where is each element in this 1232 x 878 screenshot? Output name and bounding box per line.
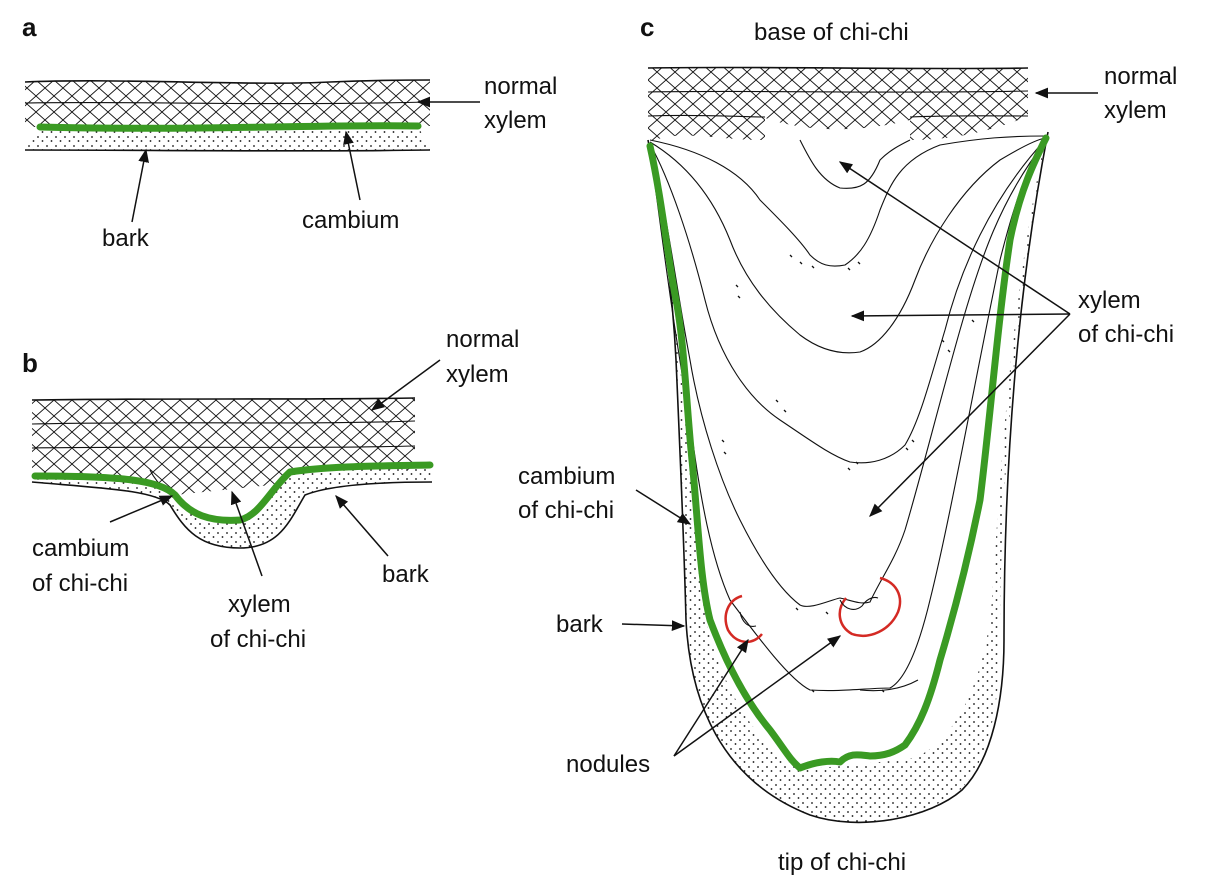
panel-c-bark-layer bbox=[650, 136, 1046, 822]
panel-a-letter: a bbox=[22, 12, 37, 42]
nodule-left bbox=[724, 594, 763, 643]
panel-a: a normal xylem bark cambium bbox=[22, 12, 557, 252]
panel-c: c base of chi-chi bbox=[518, 12, 1177, 876]
svg-text:cambium: cambium bbox=[32, 535, 129, 562]
panel-a-cambium-line bbox=[36, 122, 422, 132]
panel-c-bark-label: bark bbox=[556, 611, 686, 638]
panel-b-letter: b bbox=[22, 348, 38, 378]
panel-a-bark-layer bbox=[24, 125, 431, 152]
panel-a-cambium-label: cambium bbox=[302, 130, 399, 234]
panel-b-bark-outline bbox=[31, 481, 433, 549]
panel-c-nodules-label: nodules bbox=[566, 635, 842, 778]
svg-text:xylem: xylem bbox=[1078, 287, 1141, 314]
panel-c-base-label: base of chi-chi bbox=[754, 19, 909, 46]
panel-b-cambium-label: cambium of chi-chi bbox=[32, 495, 174, 597]
panel-c-nodules bbox=[724, 576, 902, 643]
panel-c-cambium-label: cambium of chi-chi bbox=[518, 463, 692, 525]
panel-a-bark-label: bark bbox=[102, 148, 150, 252]
svg-text:of chi-chi: of chi-chi bbox=[1078, 321, 1174, 348]
panel-c-xylem-label: xylem of chi-chi bbox=[838, 161, 1174, 517]
panel-b-normal-xylem-label: normal xylem bbox=[370, 326, 519, 411]
svg-text:xylem: xylem bbox=[484, 107, 547, 134]
svg-text:xylem: xylem bbox=[1104, 97, 1167, 124]
svg-text:normal: normal bbox=[1104, 63, 1177, 90]
panel-b-xylem-label: xylem of chi-chi bbox=[210, 490, 306, 653]
panel-c-normal-xylem-layer bbox=[647, 66, 1029, 145]
svg-text:xylem: xylem bbox=[446, 361, 509, 388]
svg-text:bark: bark bbox=[102, 225, 150, 252]
panel-c-cambium-line bbox=[646, 134, 1050, 772]
panel-b: b normal xylem cambium of chi-chi xylem … bbox=[22, 326, 519, 653]
svg-text:of chi-chi: of chi-chi bbox=[518, 497, 614, 524]
panel-c-bark-outline bbox=[647, 131, 1049, 824]
panel-a-normal-xylem-label: normal xylem bbox=[416, 73, 557, 134]
panel-a-normal-xylem-layer bbox=[24, 79, 431, 128]
panel-b-cambium-line bbox=[31, 461, 434, 524]
panel-c-xylem-growth-lines bbox=[649, 135, 1046, 693]
panel-c-letter: c bbox=[640, 12, 654, 42]
svg-text:nodules: nodules bbox=[566, 751, 650, 778]
panel-b-bark-label: bark bbox=[335, 494, 430, 588]
svg-text:normal: normal bbox=[446, 326, 519, 353]
panel-c-normal-xylem-label: normal xylem bbox=[1034, 63, 1177, 124]
svg-text:cambium: cambium bbox=[518, 463, 615, 490]
svg-text:of chi-chi: of chi-chi bbox=[32, 570, 128, 597]
svg-text:of chi-chi: of chi-chi bbox=[210, 626, 306, 653]
svg-text:bark: bark bbox=[556, 611, 604, 638]
svg-text:normal: normal bbox=[484, 73, 557, 100]
svg-text:bark: bark bbox=[382, 561, 430, 588]
nodule-right bbox=[838, 576, 902, 637]
panel-c-tip-label: tip of chi-chi bbox=[778, 849, 906, 876]
svg-text:xylem: xylem bbox=[228, 591, 291, 618]
svg-text:cambium: cambium bbox=[302, 207, 399, 234]
panel-b-normal-xylem-layer bbox=[31, 397, 416, 521]
